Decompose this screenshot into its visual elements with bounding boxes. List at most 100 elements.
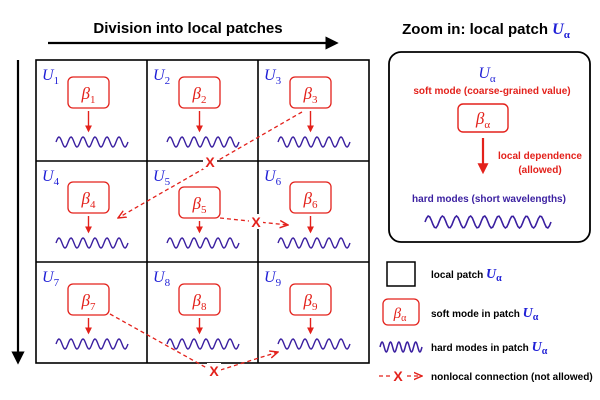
patch-u-sub: 7 [54,277,60,289]
nonlocal-connections: X X X [109,111,303,379]
hard-modes-wave-4 [55,237,129,249]
zoom-beta: β [475,109,485,128]
legend-hard-modes-u: U [532,340,543,355]
zoom-title-u: U [552,21,565,38]
zoom-dependence-line1: local dependence [498,151,582,162]
patch-label-u4: U4 [42,168,60,188]
patch-u-letter: U [264,67,277,84]
hard-modes-wave-5 [166,237,240,249]
zoom-panel [388,51,591,243]
legend-local-patch-u: U [486,267,497,282]
patch-beta-letter: β [81,291,91,310]
patch-label-u9: U9 [264,269,282,289]
legend-soft-mode-sub: α [533,312,539,323]
legend-hard-modes-text: hard modes in patch [431,343,532,354]
legend-soft-mode-u: U [523,306,534,321]
patch-u-sub: 6 [276,176,282,188]
soft-mode-box-1 [67,76,110,109]
patch-u-letter: U [153,269,166,286]
patch-beta-sub: 6 [312,199,318,211]
legend-local-patch-sub: α [496,273,502,284]
patch-u-sub: 3 [276,75,282,87]
patch-beta-sub: 3 [312,94,318,106]
patch-beta-letter: β [303,189,313,208]
zoom-beta-label: βα [475,109,490,131]
patch-label-u7: U7 [42,269,60,289]
zoom-patch-label: Uα [478,65,496,85]
zoom-title-prefix: Zoom in: local patch [402,21,552,38]
x-mark-1: X [205,154,215,170]
soft-mode-label-b7: β7 [81,291,96,313]
zoom-u-sub: α [490,73,496,85]
x-mask-2 [249,214,263,229]
patch-2: U2 β 2 [153,67,240,148]
x-mark-3: X [209,363,219,379]
soft-mode-box-8 [178,283,221,316]
zoom-title: Zoom in: local patch Uα [402,21,571,41]
legend-soft-swatch-label: βα [393,306,407,324]
hard-modes-wave-9 [277,338,351,350]
soft-mode-label-b9: β9 [303,291,318,313]
zoom-hard-modes-wave [424,214,552,230]
hard-modes-wave-6 [277,237,351,249]
zoom-u: U [478,65,491,82]
patch-u-letter: U [153,67,166,84]
patch-u-letter: U [264,168,277,185]
patch-u-sub: 2 [165,75,171,87]
zoom-dependence-line2: (allowed) [518,165,561,176]
legend: local patch Uα βα soft mode in patch Uα … [379,261,593,384]
legend-local-patch-text: local patch [431,270,486,281]
patch-beta-letter: β [192,84,202,103]
x-mark-2: X [251,214,261,230]
zoom-soft-mode-label: soft mode (coarse-grained value) [413,86,570,97]
legend-hard-modes-sub: α [542,346,548,357]
patch-grid [35,59,370,364]
hard-modes-wave-7 [55,338,129,350]
x-mask-1 [203,154,217,169]
legend-hard-swatch [379,341,423,353]
patch-u-letter: U [42,168,55,185]
soft-mode-box-5 [178,186,221,219]
legend-beta: β [393,306,402,322]
soft-mode-label-b3: β3 [303,84,318,106]
patch-label-u5: U5 [153,168,171,188]
patch-5: U5 β5 [153,168,240,249]
patch-label-u6: U6 [264,168,282,188]
soft-mode-label-b6: β6 [303,189,318,211]
soft-mode-box-2 [178,76,221,109]
patch-beta-letter: β [81,189,91,208]
zoom-beta-box [457,103,509,133]
soft-mode-label-b4: β4 [81,189,96,211]
soft-mode-label-b1: β1 [81,84,96,106]
soft-mode-label-b8: β8 [192,291,207,313]
zoom-beta-sub: α [484,119,490,131]
soft-mode-box-3 [289,76,332,109]
legend-x-mask [392,368,405,383]
patch-label-u2: U2 [153,67,170,87]
patch-label-u3: U3 [264,67,282,87]
division-title: Division into local patches [93,20,282,37]
patch-beta-sub: 7 [90,301,96,313]
zoom-title-sub: α [564,29,571,41]
patch-u-letter: U [42,269,55,286]
nonlocal-line-b5-u6 [219,217,288,225]
zoom-hard-modes-label: hard modes (short wavelengths) [412,194,566,205]
patch-beta-letter: β [303,291,313,310]
legend-x-mark: X [393,368,403,384]
legend-patch-swatch [386,261,416,287]
soft-mode-box-6 [289,181,332,214]
soft-mode-box-4 [67,181,110,214]
patch-beta-sub: 9 [312,301,318,313]
soft-mode-label-b5: β5 [192,194,207,216]
patch-beta-sub: 5 [201,204,207,216]
legend-beta-sub: α [401,313,407,324]
patch-4: U4 β4 [42,168,129,249]
hard-modes-wave-8 [166,338,240,350]
legend-local-patch: local patch Uα [431,267,502,284]
